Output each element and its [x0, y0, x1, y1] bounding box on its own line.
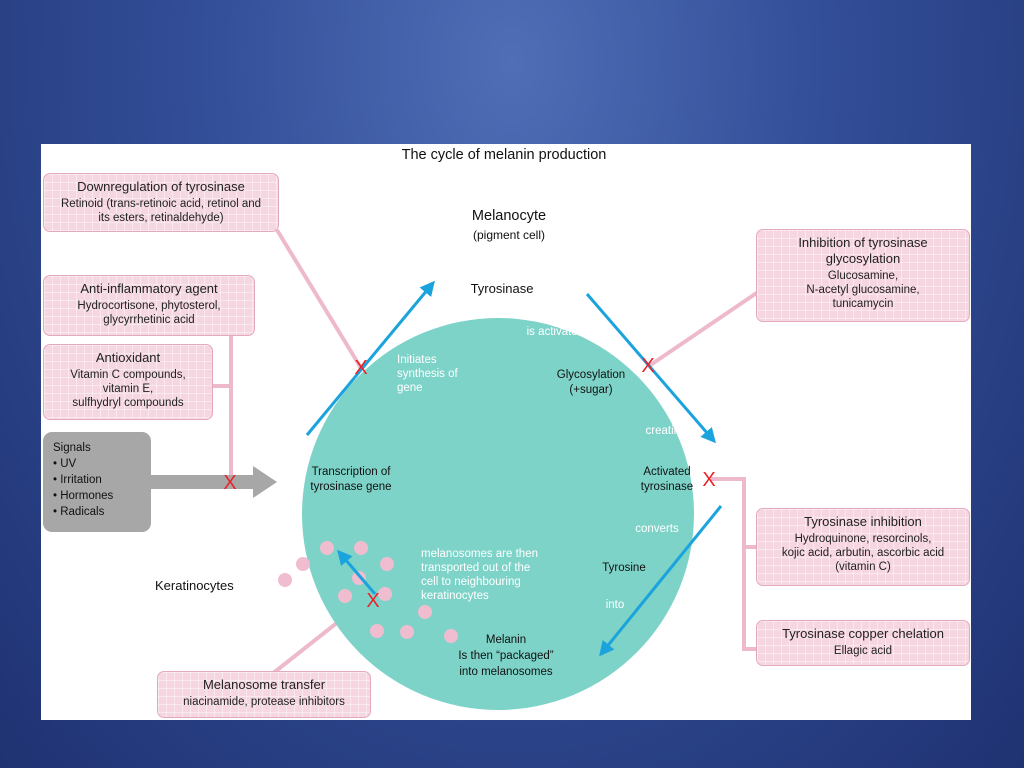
melanosome-dot [378, 587, 392, 601]
keratinocytes-label: Keratinocytes [155, 578, 234, 593]
cycle-arrows [305, 280, 723, 657]
signal-item-hormones: Hormones [53, 488, 141, 504]
tyrosinase-inhibition-body-3: (vitamin C) [835, 561, 891, 573]
glycosylation-line-2: (+sugar) [569, 384, 612, 396]
copper-chelation-title: Tyrosinase copper chelation [782, 626, 944, 641]
block-mark-glycosylation: X [641, 355, 654, 377]
antioxidant-body-3: sulfhydryl compounds [72, 397, 184, 409]
tyrosine-label: Tyrosine [602, 562, 645, 574]
initiates-line-1: Initiates [397, 354, 437, 366]
melanosome-dot [370, 624, 384, 638]
signal-item-uv: UV [53, 456, 141, 472]
tyrosinase-inhibition-body-2: kojic acid, arbutin, ascorbic acid [781, 547, 945, 559]
melanosome-dot [338, 589, 352, 603]
melanocyte-cell [302, 318, 694, 710]
melanosome-transfer-body-1: niacinamide, protease inhibitors [183, 696, 345, 708]
transcription-line-1: Transcription of [312, 466, 392, 478]
tyrosinase-label: Tyrosinase [471, 281, 534, 296]
signals-box: Signals UV Irritation Hormones Radicals [43, 432, 151, 532]
anti-inflammatory-body-2: glycyrrhetinic acid [103, 314, 195, 326]
melanocyte-label: Melanocyte [472, 208, 546, 224]
antioxidant-title: Antioxidant [95, 350, 161, 365]
downregulation-body-2: its esters, retinaldehyde) [98, 212, 224, 224]
antioxidant-body-1: Vitamin C compounds, [70, 369, 186, 381]
block-mark-transfer: X [366, 590, 379, 612]
signal-arrow [149, 466, 277, 498]
tyrosinase-inhibition-box: Tyrosinase inhibition Hydroquinone, reso… [756, 508, 970, 586]
glycosylation-inhibition-box: Inhibition of tyrosinase glycosylation G… [756, 229, 970, 322]
melanosome-transfer-box: Melanosome transfer niacinamide, proteas… [157, 671, 371, 718]
melanosome-dot [278, 573, 292, 587]
melanosome-transfer-title: Melanosome transfer [202, 677, 326, 692]
arrow-melanin-to-keratinocytes [337, 549, 377, 595]
melanin-line-3: into melanosomes [459, 666, 553, 678]
anti-inflammatory-title: Anti-inflammatory agent [80, 281, 218, 296]
anti-inflammatory-box: Anti-inflammatory agent Hydrocortisone, … [43, 275, 255, 336]
anti-inflammatory-body-1: Hydrocortisone, phytosterol, [77, 300, 221, 312]
transport-line-1: melanosomes are then [421, 548, 538, 560]
melanosome-dots [278, 541, 458, 643]
diagram-panel: The cycle of melanin production Melanocy… [41, 144, 971, 720]
transport-line-4: keratinocytes [421, 590, 489, 602]
antioxidant-body-2: vitamin E, [102, 383, 154, 395]
melanosome-dot [380, 557, 394, 571]
connector-tyrosinase-inhibition [711, 477, 761, 549]
diagram-title: The cycle of melanin production [402, 147, 607, 163]
melanocyte-sublabel: (pigment cell) [473, 228, 545, 242]
initiates-line-3: gene [397, 382, 423, 394]
downregulation-title: Downregulation of tyrosinase [77, 179, 245, 194]
block-markers: X X X X X [223, 355, 715, 612]
arrow-transcription-to-tyrosinase [305, 280, 435, 436]
melanosome-dot [354, 541, 368, 555]
melanosome-dot [418, 605, 432, 619]
melanosome-dot [400, 625, 414, 639]
signal-item-irritation: Irritation [53, 472, 141, 488]
melanin-line-1: Melanin [486, 634, 526, 646]
melanosome-dot [296, 557, 310, 571]
transcription-line-2: tyrosinase gene [310, 481, 391, 493]
signals-title: Signals [53, 442, 91, 454]
glycosylation-inhibition-body-2: N-acetyl glucosamine, [806, 284, 920, 296]
connector-downregulation [275, 228, 363, 370]
activated-by-label: is activated by [527, 326, 600, 338]
converts-label: converts [635, 523, 679, 535]
antioxidant-box: Antioxidant Vitamin C compounds, vitamin… [43, 344, 213, 420]
arrow-tyrosinase-to-activated [585, 293, 716, 444]
glycosylation-inhibition-title: Inhibition of tyrosinase glycosylation [798, 235, 928, 266]
signal-item-radicals: Radicals [53, 504, 141, 520]
tyrosinase-inhibition-body-1: Hydroquinone, resorcinols, [794, 533, 932, 545]
glycosylation-line-1: Glycosylation [557, 369, 625, 381]
arrow-activated-to-melanin [599, 505, 723, 657]
block-mark-tyrosinase: X [702, 469, 715, 491]
activated-line-1: Activated [643, 466, 690, 478]
melanosome-dot [444, 629, 458, 643]
melanosome-dot [320, 541, 334, 555]
transport-line-3: cell to neighbouring [421, 576, 521, 588]
glycosylation-inhibition-body-1: Glucosamine, [827, 270, 899, 282]
downregulation-box: Downregulation of tyrosinase Retinoid (t… [43, 173, 279, 232]
transport-line-2: transported out of the [421, 562, 530, 574]
copper-chelation-box: Tyrosinase copper chelation Ellagic acid [756, 620, 970, 666]
into-label: into [606, 599, 625, 611]
initiates-line-2: synthesis of [397, 368, 459, 380]
block-mark-signals: X [223, 472, 236, 494]
connector-glycosylation [647, 288, 763, 368]
downregulation-body-1: Retinoid (trans-retinoic acid, retinol a… [60, 198, 262, 210]
block-mark-downregulation: X [354, 357, 367, 379]
creating-label: creating [646, 425, 687, 437]
tyrosinase-inhibition-title: Tyrosinase inhibition [804, 514, 922, 529]
connector-copper-chelation [742, 547, 761, 651]
glycosylation-inhibition-body-3: tunicamycin [832, 298, 894, 310]
copper-chelation-body-1: Ellagic acid [833, 645, 893, 657]
activated-line-2: tyrosinase [641, 481, 693, 493]
melanin-line-2: Is then “packaged” [458, 650, 553, 662]
melanin-cycle-diagram: The cycle of melanin production Melanocy… [149, 147, 763, 710]
